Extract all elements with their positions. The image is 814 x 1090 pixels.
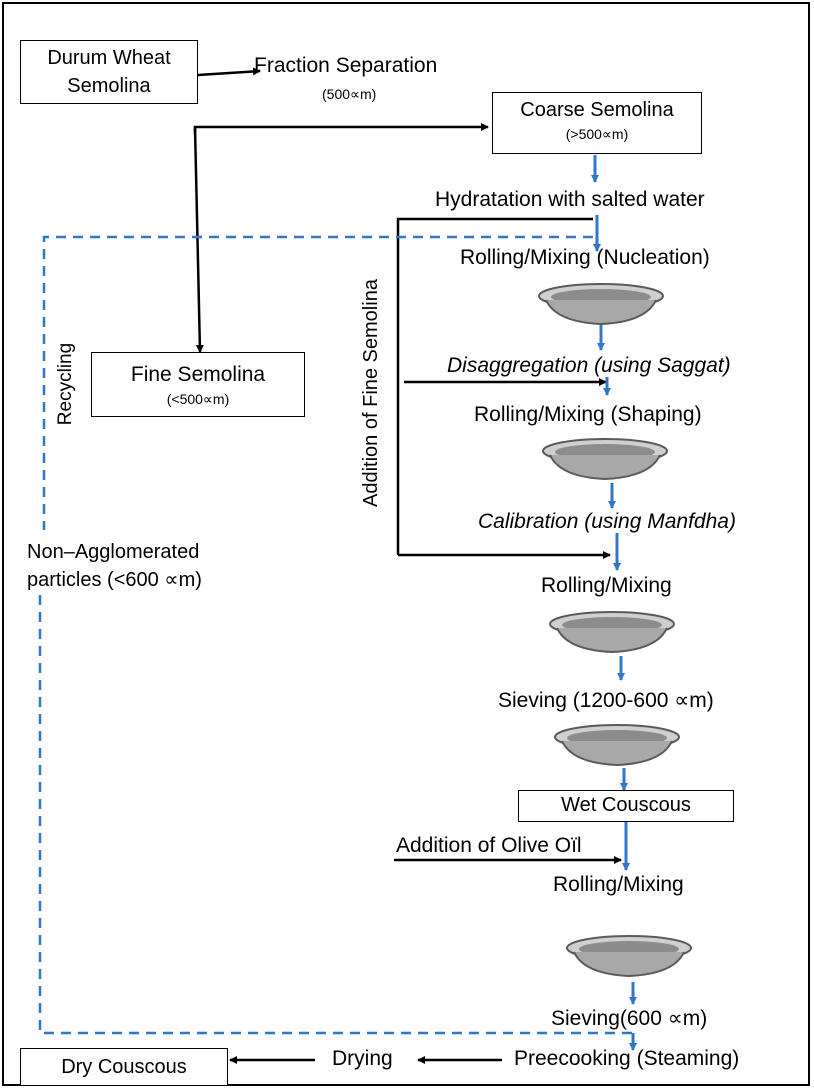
olive-oil-label: Addition of Olive Oïl: [396, 834, 582, 857]
sieving-600-label: Sieving(600 ∝m): [551, 1007, 708, 1030]
wet-couscous-box: Wet Couscous: [518, 790, 734, 822]
non-agg-line-2: particles (<600 ∝m): [27, 569, 202, 591]
dry-couscous-label: Dry Couscous: [61, 1056, 187, 1078]
rolling-shaping-label: Rolling/Mixing (Shaping): [474, 403, 702, 426]
durum-line-2: Semolina: [67, 75, 151, 97]
arrow-to-fine: [193, 126, 204, 353]
recycling-loop-lower: [38, 595, 633, 1035]
coarse-size-label: (>500∝m): [565, 126, 629, 142]
bracket-addition-fine: [396, 217, 593, 555]
hydration-label: Hydratation with salted water: [435, 188, 705, 211]
non-agglomerated-label: Non–Agglomerated particles (<600 ∝m): [27, 538, 202, 594]
drying-label: Drying: [332, 1047, 393, 1070]
rolling-nucleation-label: Rolling/Mixing (Nucleation): [460, 246, 710, 269]
durum-wheat-box: Durum Wheat Semolina: [20, 40, 198, 104]
metal-pan-icon: [554, 724, 680, 767]
metal-pan-icon: [538, 283, 664, 326]
coarse-semolina-box: Coarse Semolina (>500∝m): [492, 92, 702, 154]
durum-line-1: Durum Wheat: [47, 47, 171, 69]
fine-semolina-box: Fine Semolina (<500∝m): [91, 352, 305, 417]
recycling-loop-upper: [42, 235, 593, 530]
arrow-durum-to-fraction: [197, 67, 261, 77]
fraction-separation-label: Fraction Separation: [254, 54, 438, 77]
addition-fine-semolina-label: Addition of Fine Semolina: [360, 279, 382, 507]
disaggregation-label: Disaggregation (using Saggat): [447, 354, 731, 377]
calibration-label: Calibration (using Manfdha): [478, 510, 736, 533]
fraction-size-label: (500∝m): [322, 86, 377, 102]
metal-pan-icon: [542, 438, 668, 481]
fine-label: Fine Semolina: [130, 363, 266, 386]
fine-size-label: (<500∝m): [166, 391, 230, 407]
precooking-label: Preecooking (Steaming): [514, 1047, 740, 1070]
metal-pan-icon: [566, 935, 692, 978]
non-agg-line-1: Non–Agglomerated: [27, 541, 200, 563]
rolling-mixing-3-label: Rolling/Mixing: [541, 574, 672, 597]
sieving-1200-600-label: Sieving (1200-600 ∝m): [498, 689, 714, 712]
coarse-label: Coarse Semolina: [520, 99, 674, 121]
arrow-to-coarse: [193, 123, 489, 135]
wet-couscous-label: Wet Couscous: [561, 794, 691, 816]
dry-couscous-box: Dry Couscous: [20, 1048, 228, 1086]
rolling-mixing-4-label: Rolling/Mixing: [553, 873, 684, 896]
recycling-label: Recycling: [55, 342, 76, 426]
metal-pan-icon: [549, 611, 675, 654]
